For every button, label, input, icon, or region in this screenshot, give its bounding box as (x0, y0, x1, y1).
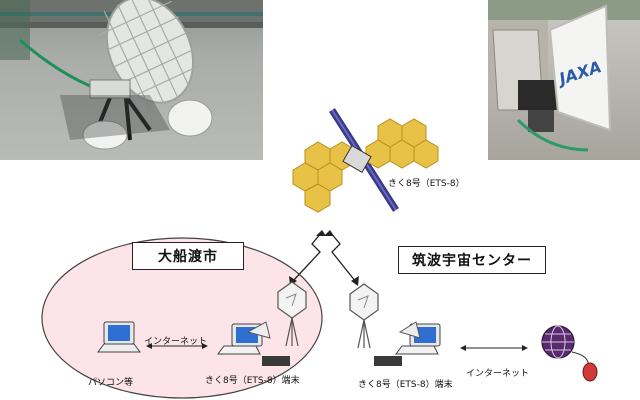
modem-icon-right (374, 356, 402, 366)
arrow-up-left-icon (316, 230, 326, 236)
internet-label-left: インターネット (144, 334, 207, 347)
web-globe-icon (542, 326, 574, 358)
arrow-up-right-icon (324, 230, 334, 236)
antenna-icon-right (350, 284, 378, 348)
internet-label-right: インターネット (466, 366, 529, 379)
mouse-icon (583, 363, 597, 381)
terminal-label-left: きく8号（ETS-8）端末 (205, 373, 300, 386)
laptop-icon (98, 322, 140, 352)
satellite-name: きく8号（ETS-8） (388, 176, 465, 189)
terminal-label-right: きく8号（ETS-8）端末 (358, 377, 453, 390)
tsukuba-space-center-label: 筑波宇宙センター (398, 246, 546, 274)
internet-link-right (460, 345, 528, 351)
radio-link-arrows (292, 232, 356, 282)
modem-icon-left (262, 356, 290, 366)
terminal-laptop-right-icon (396, 322, 440, 354)
satellite-icon (293, 110, 438, 212)
mouse-cable (572, 352, 588, 366)
ofunato-city-label: 大船渡市 (132, 242, 244, 270)
pc-label: パソコン等 (88, 375, 133, 388)
